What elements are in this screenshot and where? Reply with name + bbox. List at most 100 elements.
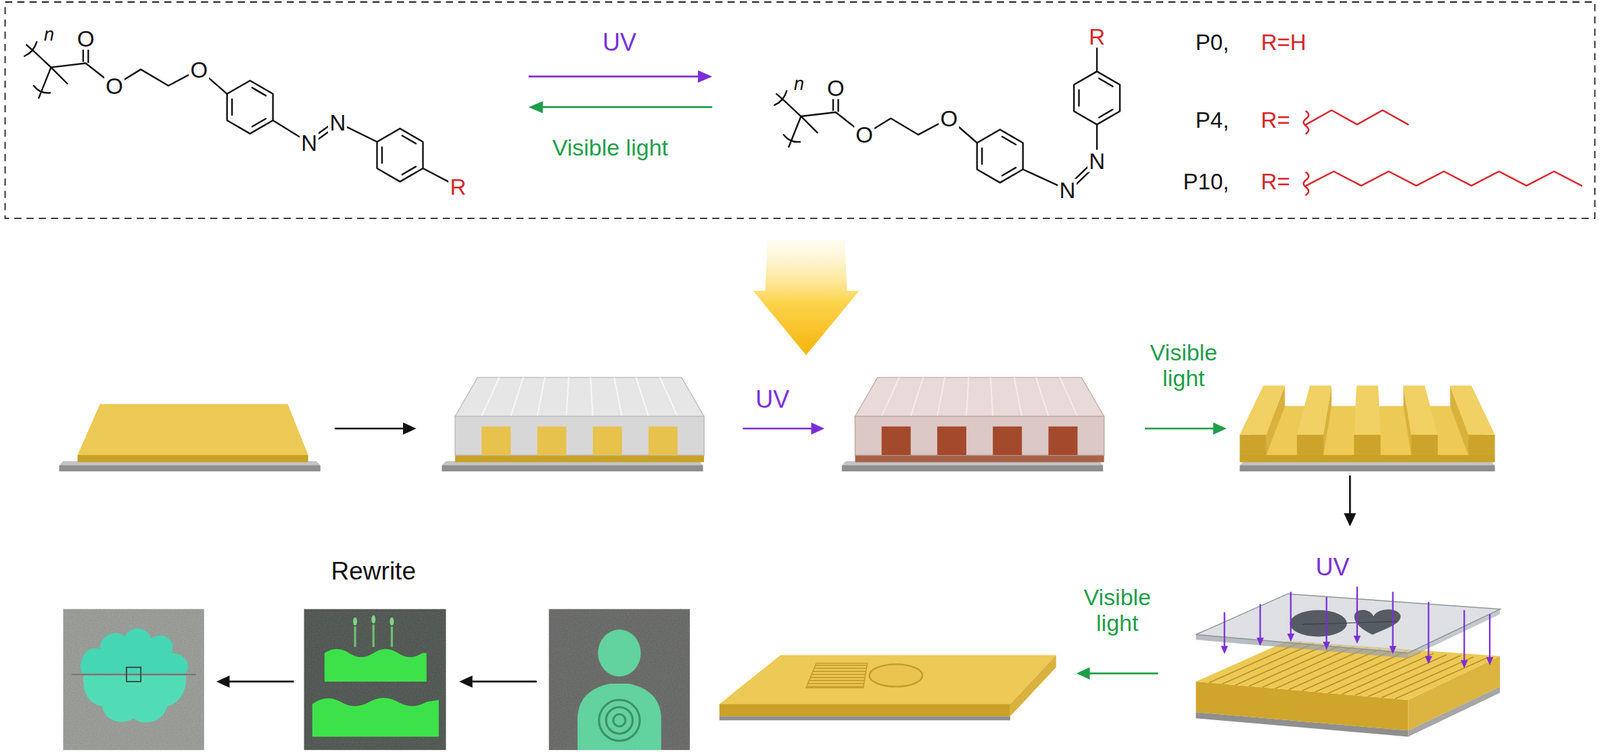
stimulus-label: UV [602, 29, 637, 57]
trans-azobenzene-polymer [377, 128, 424, 182]
grating-film [1239, 385, 1285, 435]
step-arrow [226, 680, 295, 684]
polymer-name: P4, [1195, 108, 1230, 133]
atom-label: N [299, 131, 319, 155]
atom-label: N [1057, 178, 1077, 201]
uv-arrows [1486, 657, 1494, 666]
patterned-film [719, 716, 1011, 721]
step-arrow [1343, 475, 1356, 527]
polymer-film [59, 465, 321, 472]
uv-arrow [742, 427, 815, 430]
photo-shell [80, 628, 188, 673]
grating-film-under-mask [1195, 641, 1500, 738]
uv-arrows [1256, 637, 1264, 646]
patterned-film [719, 655, 1057, 721]
photomask [1301, 621, 1398, 625]
photo-shell [71, 674, 197, 676]
step-arrow [459, 675, 473, 688]
photo-cake [355, 624, 392, 647]
substituent-label: R [449, 175, 468, 199]
patterned-film [806, 663, 868, 688]
alkyl-chain [1305, 171, 1582, 186]
grating-film [1239, 455, 1495, 463]
photo-cake [353, 617, 358, 626]
uv-arrow [697, 70, 713, 83]
stamp-on-film [481, 377, 678, 416]
grating-film [1239, 465, 1495, 472]
stamp-irradiated [1048, 426, 1078, 456]
cis-azobenzene-polymer [776, 93, 977, 143]
stamp-on-film [455, 377, 704, 416]
visible-light-arrow [540, 106, 713, 109]
photo-cake [371, 615, 376, 624]
visible-light-arrow [1144, 422, 1227, 435]
visible-light-arrow [528, 100, 544, 113]
photo-cake [312, 697, 439, 737]
polymer-subscript: n [792, 74, 806, 93]
grating-film [1449, 385, 1496, 435]
grating-film [1239, 385, 1495, 472]
trans-azobenzene-polymer [24, 41, 37, 57]
photo-shell [83, 675, 186, 723]
grating-film [1411, 434, 1438, 456]
visible-light-arrow [1076, 667, 1159, 680]
visible-light-arrow [528, 100, 713, 113]
uv-arrows [1353, 635, 1362, 644]
step-arrow [469, 680, 537, 684]
uv-arrows [1489, 614, 1491, 658]
uv-arrows [1290, 591, 1292, 635]
photo-person [613, 714, 626, 727]
substituent-label: R=H [1261, 30, 1307, 55]
substituent-label: R= [1261, 169, 1291, 194]
cis-azobenzene-polymer [774, 90, 978, 147]
uv-arrows [1322, 641, 1331, 650]
photo-shell [63, 609, 205, 750]
alkyl-chain [1303, 110, 1310, 134]
cis-azobenzene-polymer [774, 40, 1120, 192]
step-arrow [403, 422, 417, 435]
grating-film [1239, 434, 1266, 456]
photomask [1195, 593, 1500, 658]
step-label: Rewrite [331, 557, 416, 586]
photomask [1195, 593, 1500, 654]
uv-arrows [1220, 586, 1494, 669]
cis-azobenzene-polymer [800, 116, 817, 133]
step-arrow [334, 427, 407, 430]
uv-arrow [528, 70, 713, 83]
stamp-on-film [481, 426, 511, 456]
stamp-irradiated [937, 426, 967, 456]
stimulus-label: UV [755, 386, 790, 414]
trans-azobenzene-polymer [50, 67, 67, 84]
patterned-film [719, 703, 1011, 717]
polymer-film [77, 455, 309, 463]
photo-cake [304, 609, 447, 750]
photo-shell [63, 609, 205, 750]
patterned-film [869, 664, 923, 687]
atom-label: O [938, 107, 959, 130]
uv-arrows [1286, 633, 1295, 642]
photo-cake [389, 617, 394, 626]
grating-film [1468, 434, 1495, 456]
polymer-film [77, 404, 309, 456]
stamp-irradiated [854, 416, 1104, 456]
visible-light-arrow [1144, 427, 1217, 430]
alkyl-chain [1303, 172, 1310, 195]
uv-arrows [1356, 586, 1358, 638]
trans-azobenzene-polymer [26, 44, 227, 94]
patterned-film [800, 665, 873, 688]
stamp-on-film [441, 377, 704, 472]
grating-film [1403, 385, 1438, 435]
uv-arrow [811, 422, 826, 435]
trans-azobenzene-polymer [227, 80, 274, 134]
polymer-name: P10, [1183, 169, 1230, 194]
polymer-film [59, 404, 321, 473]
step-arrow [216, 675, 295, 688]
cis-azobenzene-polymer [783, 134, 800, 143]
stamp-on-film [536, 426, 567, 456]
photo-cake [304, 609, 447, 750]
cis-azobenzene-polymer [774, 90, 787, 105]
atom-label: O [825, 76, 846, 99]
trans-azobenzene-polymer [24, 41, 456, 186]
stamp-irradiated [881, 426, 911, 456]
step-arrow [216, 675, 230, 688]
